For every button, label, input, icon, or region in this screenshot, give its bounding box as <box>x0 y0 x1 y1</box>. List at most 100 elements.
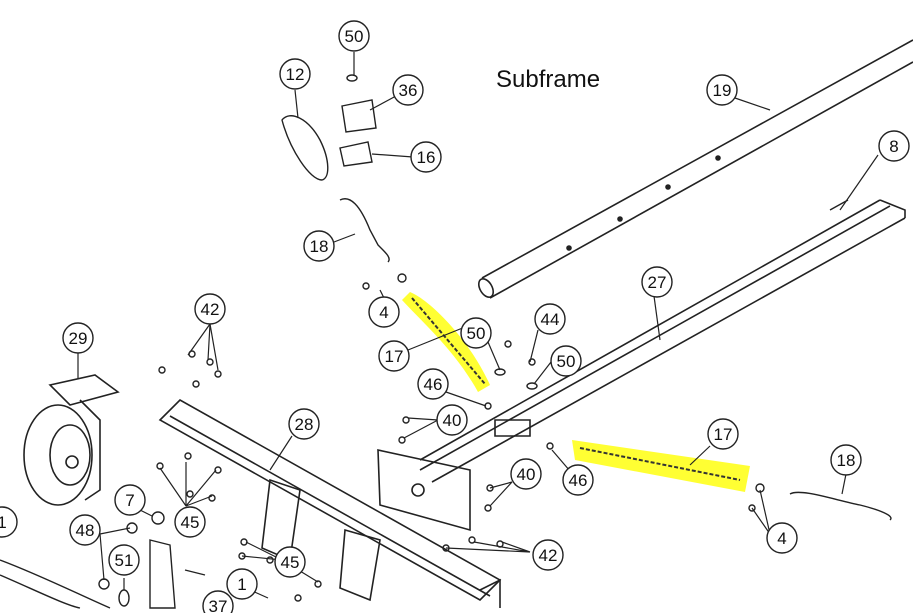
callout-label: 18 <box>837 451 856 470</box>
callout-c45a: 45 <box>174 506 206 538</box>
diagram-title: Subframe <box>496 66 601 93</box>
callout-circle <box>368 296 400 328</box>
callout-circle <box>62 322 94 354</box>
callout-label: 50 <box>345 27 364 46</box>
callout-c8: 8 <box>878 130 910 162</box>
callout-label: 7 <box>125 491 134 510</box>
callout-label: 1 <box>0 513 7 532</box>
callout-circle <box>202 590 234 613</box>
callout-circle <box>550 345 582 377</box>
tube-19 <box>477 39 913 299</box>
callout-label: 50 <box>557 352 576 371</box>
callout-c4b: 4 <box>766 522 798 554</box>
callout-c1a: 1 <box>226 568 258 600</box>
callout-c44: 44 <box>534 303 566 335</box>
callout-c40b: 40 <box>510 458 542 490</box>
crossbar-28 <box>158 399 502 608</box>
chain-highlight-left <box>402 292 490 392</box>
callout-label: 48 <box>76 521 95 540</box>
callout-label: 40 <box>443 411 462 430</box>
callout-label: 44 <box>541 310 560 329</box>
callout-c7: 7 <box>114 484 146 516</box>
callout-circle <box>460 317 492 349</box>
callout-circle <box>532 539 564 571</box>
callout-label: 12 <box>286 65 305 84</box>
callout-c18a: 18 <box>303 230 335 262</box>
callout-label: 45 <box>281 553 300 572</box>
callout-label: 17 <box>714 425 733 444</box>
callout-c45b: 45 <box>274 546 306 578</box>
callout-circle <box>303 230 335 262</box>
callout-circle <box>174 506 206 538</box>
tube-27 <box>419 199 906 483</box>
callout-label: 40 <box>517 465 536 484</box>
callout-label: 18 <box>310 237 329 256</box>
callout-label: 17 <box>385 347 404 366</box>
callout-c37: 37 <box>202 590 234 613</box>
callout-circle <box>534 303 566 335</box>
callout-circle <box>417 368 449 400</box>
callout-circle <box>878 130 910 162</box>
callout-label: 51 <box>115 551 134 570</box>
callout-c36: 36 <box>392 74 424 106</box>
callout-label: 46 <box>424 375 443 394</box>
callout-circle <box>0 506 18 538</box>
callout-circle <box>766 522 798 554</box>
callout-c50a: 50 <box>338 20 370 52</box>
callout-c46a: 46 <box>417 368 449 400</box>
callout-c19: 19 <box>706 74 738 106</box>
callout-c42b: 42 <box>532 539 564 571</box>
callout-c28: 28 <box>288 408 320 440</box>
callout-circle <box>378 340 410 372</box>
callout-label: 36 <box>399 81 418 100</box>
callout-circle <box>706 74 738 106</box>
callout-c46b: 46 <box>562 464 594 496</box>
callout-label: 1 <box>237 575 246 594</box>
callout-c29: 29 <box>62 322 94 354</box>
callout-c42a: 42 <box>194 293 226 325</box>
callout-circle <box>338 20 370 52</box>
callout-label: 46 <box>569 471 588 490</box>
callout-circle <box>562 464 594 496</box>
callout-circle <box>69 514 101 546</box>
callout-circle <box>274 546 306 578</box>
callout-label: 50 <box>467 324 486 343</box>
callout-c4a: 4 <box>368 296 400 328</box>
small-parts <box>0 74 892 609</box>
callout-circle <box>194 293 226 325</box>
callout-circle <box>226 568 258 600</box>
callout-label: 4 <box>777 529 786 548</box>
caster-29 <box>23 374 120 506</box>
callout-c18b: 18 <box>830 444 862 476</box>
callout-label: 27 <box>648 273 667 292</box>
callout-label: 16 <box>417 148 436 167</box>
callout-circle <box>436 404 468 436</box>
callout-c17a: 17 <box>378 340 410 372</box>
callout-label: 37 <box>209 597 228 613</box>
callout-c16: 16 <box>410 141 442 173</box>
callout-circle <box>108 544 140 576</box>
callout-label: 19 <box>713 81 732 100</box>
callout-label: 42 <box>539 546 558 565</box>
callout-circle <box>279 58 311 90</box>
callout-circle <box>288 408 320 440</box>
callout-c48: 48 <box>69 514 101 546</box>
callout-c50b: 50 <box>460 317 492 349</box>
callout-c27: 27 <box>641 266 673 298</box>
callout-c40a: 40 <box>436 404 468 436</box>
callout-circle <box>114 484 146 516</box>
callout-c51: 51 <box>108 544 140 576</box>
callout-circle <box>392 74 424 106</box>
callout-circle <box>830 444 862 476</box>
callout-label: 8 <box>889 137 898 156</box>
chain-highlight-right <box>572 440 750 492</box>
callout-circle <box>510 458 542 490</box>
callout-c1b: 1 <box>0 506 18 538</box>
callout-label: 29 <box>69 329 88 348</box>
callout-label: 45 <box>181 513 200 532</box>
callout-circle <box>641 266 673 298</box>
callout-c17b: 17 <box>707 418 739 450</box>
callout-c12: 12 <box>279 58 311 90</box>
